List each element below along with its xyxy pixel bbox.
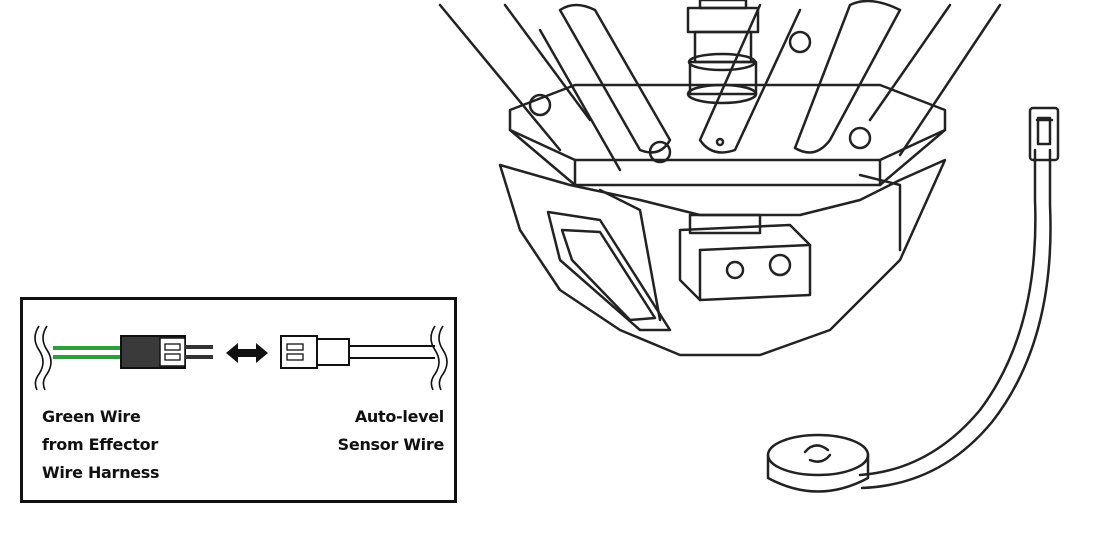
effector-wire-label-line: Wire Harness	[42, 463, 160, 482]
effector-plate	[508, 30, 947, 187]
wavy-break-icon	[34, 325, 52, 391]
delta-arm-left-outer	[438, 3, 592, 152]
effector-wire-label-line: from Effector	[42, 435, 158, 454]
double-arrow-icon	[226, 343, 268, 363]
sensor-cable	[858, 148, 1052, 490]
heater-block	[678, 213, 812, 302]
delta-arm-left-inner	[538, 3, 672, 172]
sensor-wire-label-line: Auto-level	[354, 407, 444, 426]
green-wire	[53, 346, 123, 359]
sensor-wire	[349, 345, 435, 359]
fan-housing	[498, 158, 947, 357]
sensor-connector	[1028, 106, 1060, 162]
wiring-inset: Green Wire from Effector Wire Harness Au…	[20, 297, 457, 503]
effector-wire-label-line: Green Wire	[42, 407, 141, 426]
hotend-shaft	[686, 0, 760, 105]
sensor-wire-connector	[280, 335, 350, 369]
delta-arm-right-inner	[698, 0, 902, 154]
harness-connector	[120, 335, 213, 369]
wiring-schematic	[34, 325, 448, 391]
sensor-puck	[766, 433, 870, 493]
delta-arm-right-outer	[868, 3, 1002, 157]
effector-wire-label: Green Wire from Effector Wire Harness	[42, 403, 160, 487]
sensor-wire-label: Auto-level Sensor Wire	[337, 403, 445, 459]
sensor-wire-label-line: Sensor Wire	[337, 435, 445, 454]
wavy-break-icon	[430, 325, 448, 391]
